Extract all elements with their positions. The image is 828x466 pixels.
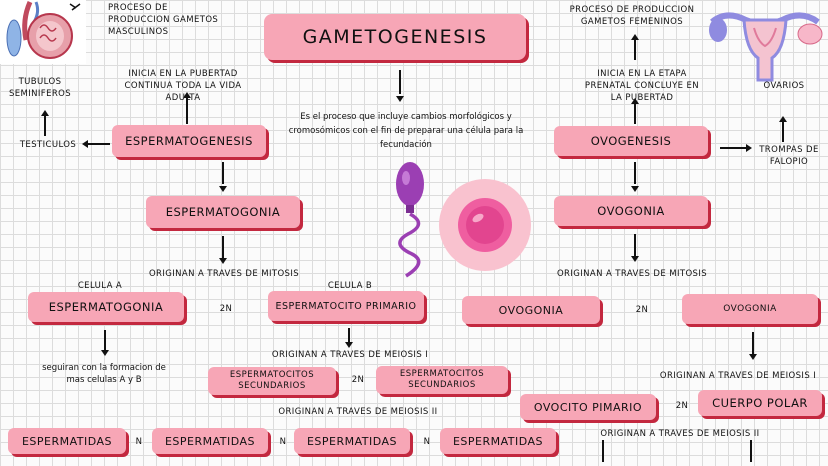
oogonia-box-2: OVOGONIA — [682, 294, 818, 324]
arrow-head — [82, 140, 88, 148]
male-meiosis1-text: ORIGINAN A TRAVES DE MEIOSIS I — [271, 350, 429, 360]
fallopian-label: TROMPAS DE FALOPIO — [759, 145, 819, 167]
female-start-text: INICIA EN LA ETAPA PRENATAL CONCLUYE EN … — [584, 69, 700, 103]
male-meiosis2-text: ORIGINAN A TRAVES DE MEIOSIS II — [278, 407, 438, 417]
arrow-head — [396, 96, 404, 102]
arrow-head — [631, 34, 639, 40]
arrow-head — [345, 342, 353, 348]
spermatid-ploidy: N — [279, 437, 287, 447]
cell-b-label: CELULA B — [327, 281, 373, 291]
arrow-up-production-female — [634, 40, 636, 60]
secondary-spermatocyte-label-1: ESPERMATOCITOS SECUNDARIOS — [229, 370, 315, 391]
arrow-down — [752, 332, 754, 354]
cell-a-ploidy: 2N — [219, 304, 233, 314]
spermatogenesis-label: ESPERMATOGENESIS — [125, 134, 253, 148]
arrow-head — [219, 258, 227, 264]
arrow-up-start-female — [634, 104, 636, 124]
arrow-to-tubes — [720, 147, 746, 149]
oocyte-ploidy: 2N — [675, 401, 689, 411]
male-mitosis-text: ORIGINAN A TRAVES DE MITOSIS — [148, 269, 300, 279]
arrow-head — [631, 256, 639, 262]
oogonia-box: OVOGONIA — [554, 196, 708, 226]
spermatid-ploidy: N — [423, 437, 431, 447]
arrow-head — [219, 186, 227, 192]
spermatid-box-1: ESPERMATIDAS — [8, 428, 126, 454]
male-start-text: INICIA EN LA PUBERTAD CONTINUA TODA LA V… — [124, 69, 242, 103]
arrow-to-testes — [88, 143, 110, 145]
female-mitosis-text: ORIGINAN A TRAVES DE MITOSIS — [556, 269, 708, 279]
male-production-text: PROCESO DE PRODUCCION GAMETOS MASCULINOS — [108, 3, 219, 37]
testes-label: TESTICULOS — [19, 140, 77, 150]
female-meiosis2-text: ORIGINAN A TRAVES DE MEIOSIS II — [600, 429, 760, 439]
primary-oocyte-box: OVOCITO PIMARIO — [520, 394, 656, 420]
spermatid-box-4: ESPERMATIDAS — [440, 428, 556, 454]
arrow-down — [750, 440, 752, 462]
spermatogonia-label: ESPERMATOGONIA — [165, 205, 281, 219]
uterus-icon — [709, 12, 823, 82]
spermatid-box-3: ESPERMATIDAS — [294, 428, 410, 454]
spermatid-label: ESPERMATIDAS — [21, 434, 113, 448]
cell-a-label: CELULA A — [77, 281, 123, 291]
spermatocyte-primary-label: ESPERMATOCITO PRIMARIO — [275, 300, 417, 312]
spermatid-ploidy: N — [135, 437, 143, 447]
arrow-head — [746, 144, 752, 152]
tubules-label: TUBULOS SEMINIFEROS — [8, 77, 72, 99]
oogonia-label: OVOGONIA — [597, 204, 665, 218]
polar-body-box: CUERPO POLAR — [698, 390, 822, 416]
arrow-down — [602, 440, 604, 462]
primary-oocyte-label: OVOCITO PIMARIO — [533, 400, 643, 414]
arrow-down — [634, 162, 636, 184]
arrow-down — [634, 234, 636, 256]
definition-text: Es el proceso que incluye cambios morfol… — [288, 112, 524, 150]
arrow-down-a — [104, 330, 106, 350]
arrow-up-tubules — [44, 116, 46, 136]
arrow-down — [222, 162, 224, 184]
spermatocyte-primary-box: ESPERMATOCITO PRIMARIO — [268, 291, 424, 321]
sperm-icon — [396, 162, 424, 278]
polar-body-label: CUERPO POLAR — [712, 396, 808, 410]
spermatogonia-box: ESPERMATOGONIA — [146, 196, 300, 228]
ovum-icon — [439, 179, 531, 271]
arrow-up-start-male — [186, 98, 188, 124]
oogonia-box-1: OVOGONIA — [462, 296, 600, 324]
spermatogonia-a-label: ESPERMATOGONIA — [48, 300, 164, 314]
oogenesis-label: OVOGENESIS — [590, 134, 672, 148]
arrow-up-ovaries — [782, 122, 784, 142]
secondary-spermatocyte-box-2: ESPERMATOCITOS SECUNDARIOS — [376, 366, 508, 394]
arrow-down-b — [348, 328, 350, 342]
arrow-head — [779, 116, 787, 122]
testis-illustration — [0, 0, 86, 64]
spermatid-label: ESPERMATIDAS — [164, 434, 256, 448]
spermatid-label: ESPERMATIDAS — [452, 434, 544, 448]
oogonia-label-1: OVOGONIA — [498, 303, 564, 317]
page-title-text: GAMETOGENESIS — [302, 26, 488, 48]
arrow-head — [631, 186, 639, 192]
secondary-spermatocyte-box-1: ESPERMATOCITOS SECUNDARIOS — [208, 367, 336, 395]
arrow-head — [749, 354, 757, 360]
secondary-ploidy: 2N — [351, 375, 365, 385]
arrow-head — [101, 350, 109, 356]
arrow-title-down — [399, 70, 401, 94]
spermatid-label: ESPERMATIDAS — [306, 434, 398, 448]
arrow-head — [631, 98, 639, 104]
oogonia-ploidy: 2N — [635, 305, 649, 315]
arrow-head — [41, 110, 49, 116]
page-title: GAMETOGENESIS — [264, 14, 526, 60]
spermatid-box-2: ESPERMATIDAS — [152, 428, 268, 454]
ovaries-label: OVARIOS — [763, 81, 805, 91]
female-meiosis1-text: ORIGINAN A TRAVES DE MEIOSIS I — [659, 371, 817, 381]
oogenesis-box: OVOGENESIS — [554, 126, 708, 156]
secondary-spermatocyte-label-2: ESPERMATOCITOS SECUNDARIOS — [399, 369, 485, 390]
arrow-head — [183, 92, 191, 98]
arrow-down — [222, 236, 224, 258]
cell-a-note: seguiran con la formacion de mas celulas… — [42, 363, 166, 385]
spermatogonia-a-box: ESPERMATOGONIA — [28, 292, 184, 322]
spermatogenesis-box: ESPERMATOGENESIS — [112, 125, 266, 157]
oogonia-label-2: OVOGONIA — [723, 304, 777, 314]
testis-icon — [6, 0, 81, 59]
female-production-text: PROCESO DE PRODUCCION GAMETOS FEMENINOS — [569, 5, 695, 27]
